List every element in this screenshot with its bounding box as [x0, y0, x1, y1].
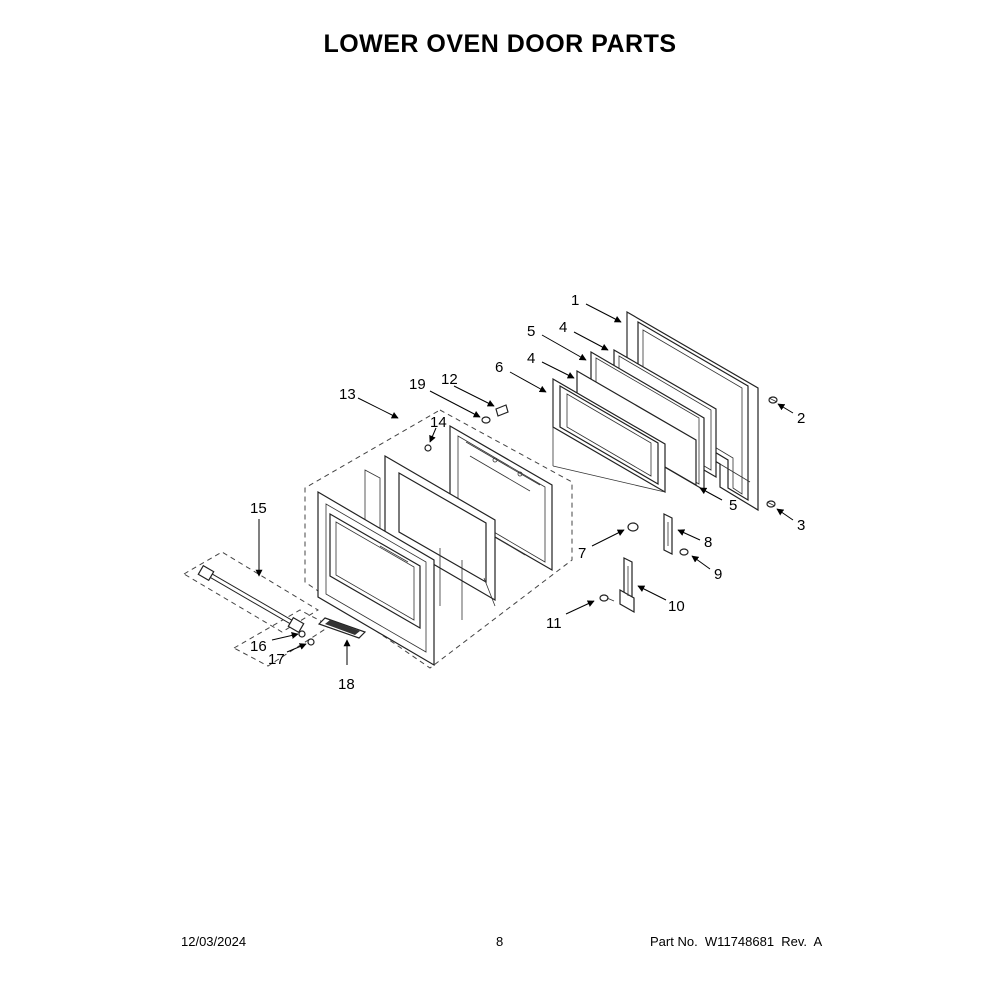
callout-10: 10: [668, 598, 685, 615]
part-10-hinge: [619, 557, 635, 614]
callout-9: 9: [714, 566, 722, 583]
callout-labels: 1 2 3 4 4 5 5 6 7 8 9 10 11 12 13 14 15 …: [250, 292, 805, 693]
part-17-screw: [307, 638, 315, 646]
outer-door-inner-panel: [449, 424, 553, 572]
callout-1: 1: [571, 292, 579, 309]
callout-5-lower: 5: [729, 497, 737, 514]
callout-6: 6: [495, 359, 503, 376]
callout-4-upper: 4: [559, 319, 567, 336]
callout-12: 12: [441, 371, 458, 388]
page-title: LOWER OVEN DOOR PARTS: [323, 30, 677, 58]
callout-13: 13: [339, 386, 356, 403]
footer-date: 12/03/2024: [181, 934, 247, 949]
callout-11: 11: [546, 615, 562, 632]
part-13-outer-door-assembly-outline: [304, 409, 573, 669]
callout-7: 7: [578, 545, 586, 562]
callout-3: 3: [797, 517, 805, 534]
part-16-screw: [298, 630, 306, 638]
part-7-screw: [627, 522, 639, 532]
leader-lines: [255, 303, 794, 665]
callout-4-lower: 4: [527, 350, 535, 367]
footer-part-number: Part No. W11748681 Rev. A: [650, 934, 823, 949]
part-9-screw: [679, 548, 689, 556]
part-6-glass-pack-frame: [552, 377, 666, 494]
part-2-screw: [768, 396, 778, 404]
part-3-screw: [766, 500, 776, 508]
callout-16: 16: [250, 638, 267, 655]
callout-2: 2: [797, 410, 805, 427]
callout-8: 8: [704, 534, 712, 551]
callout-5-upper: 5: [527, 323, 535, 340]
callout-14: 14: [430, 414, 447, 431]
part-19-washer: [481, 416, 491, 424]
part-11-screw: [599, 594, 615, 602]
part-8-hinge-bracket: [663, 513, 673, 555]
callout-15: 15: [250, 500, 267, 517]
callout-17: 17: [268, 651, 285, 668]
callout-18: 18: [338, 676, 355, 693]
part-14-bracket: [424, 444, 432, 452]
part-12-clip: [495, 404, 509, 417]
footer-page-number: 8: [496, 934, 504, 949]
part-18-badge: [317, 617, 367, 639]
part-15-handle: [183, 551, 331, 667]
callout-19: 19: [409, 376, 426, 393]
outer-door-front-panel: [317, 490, 435, 667]
